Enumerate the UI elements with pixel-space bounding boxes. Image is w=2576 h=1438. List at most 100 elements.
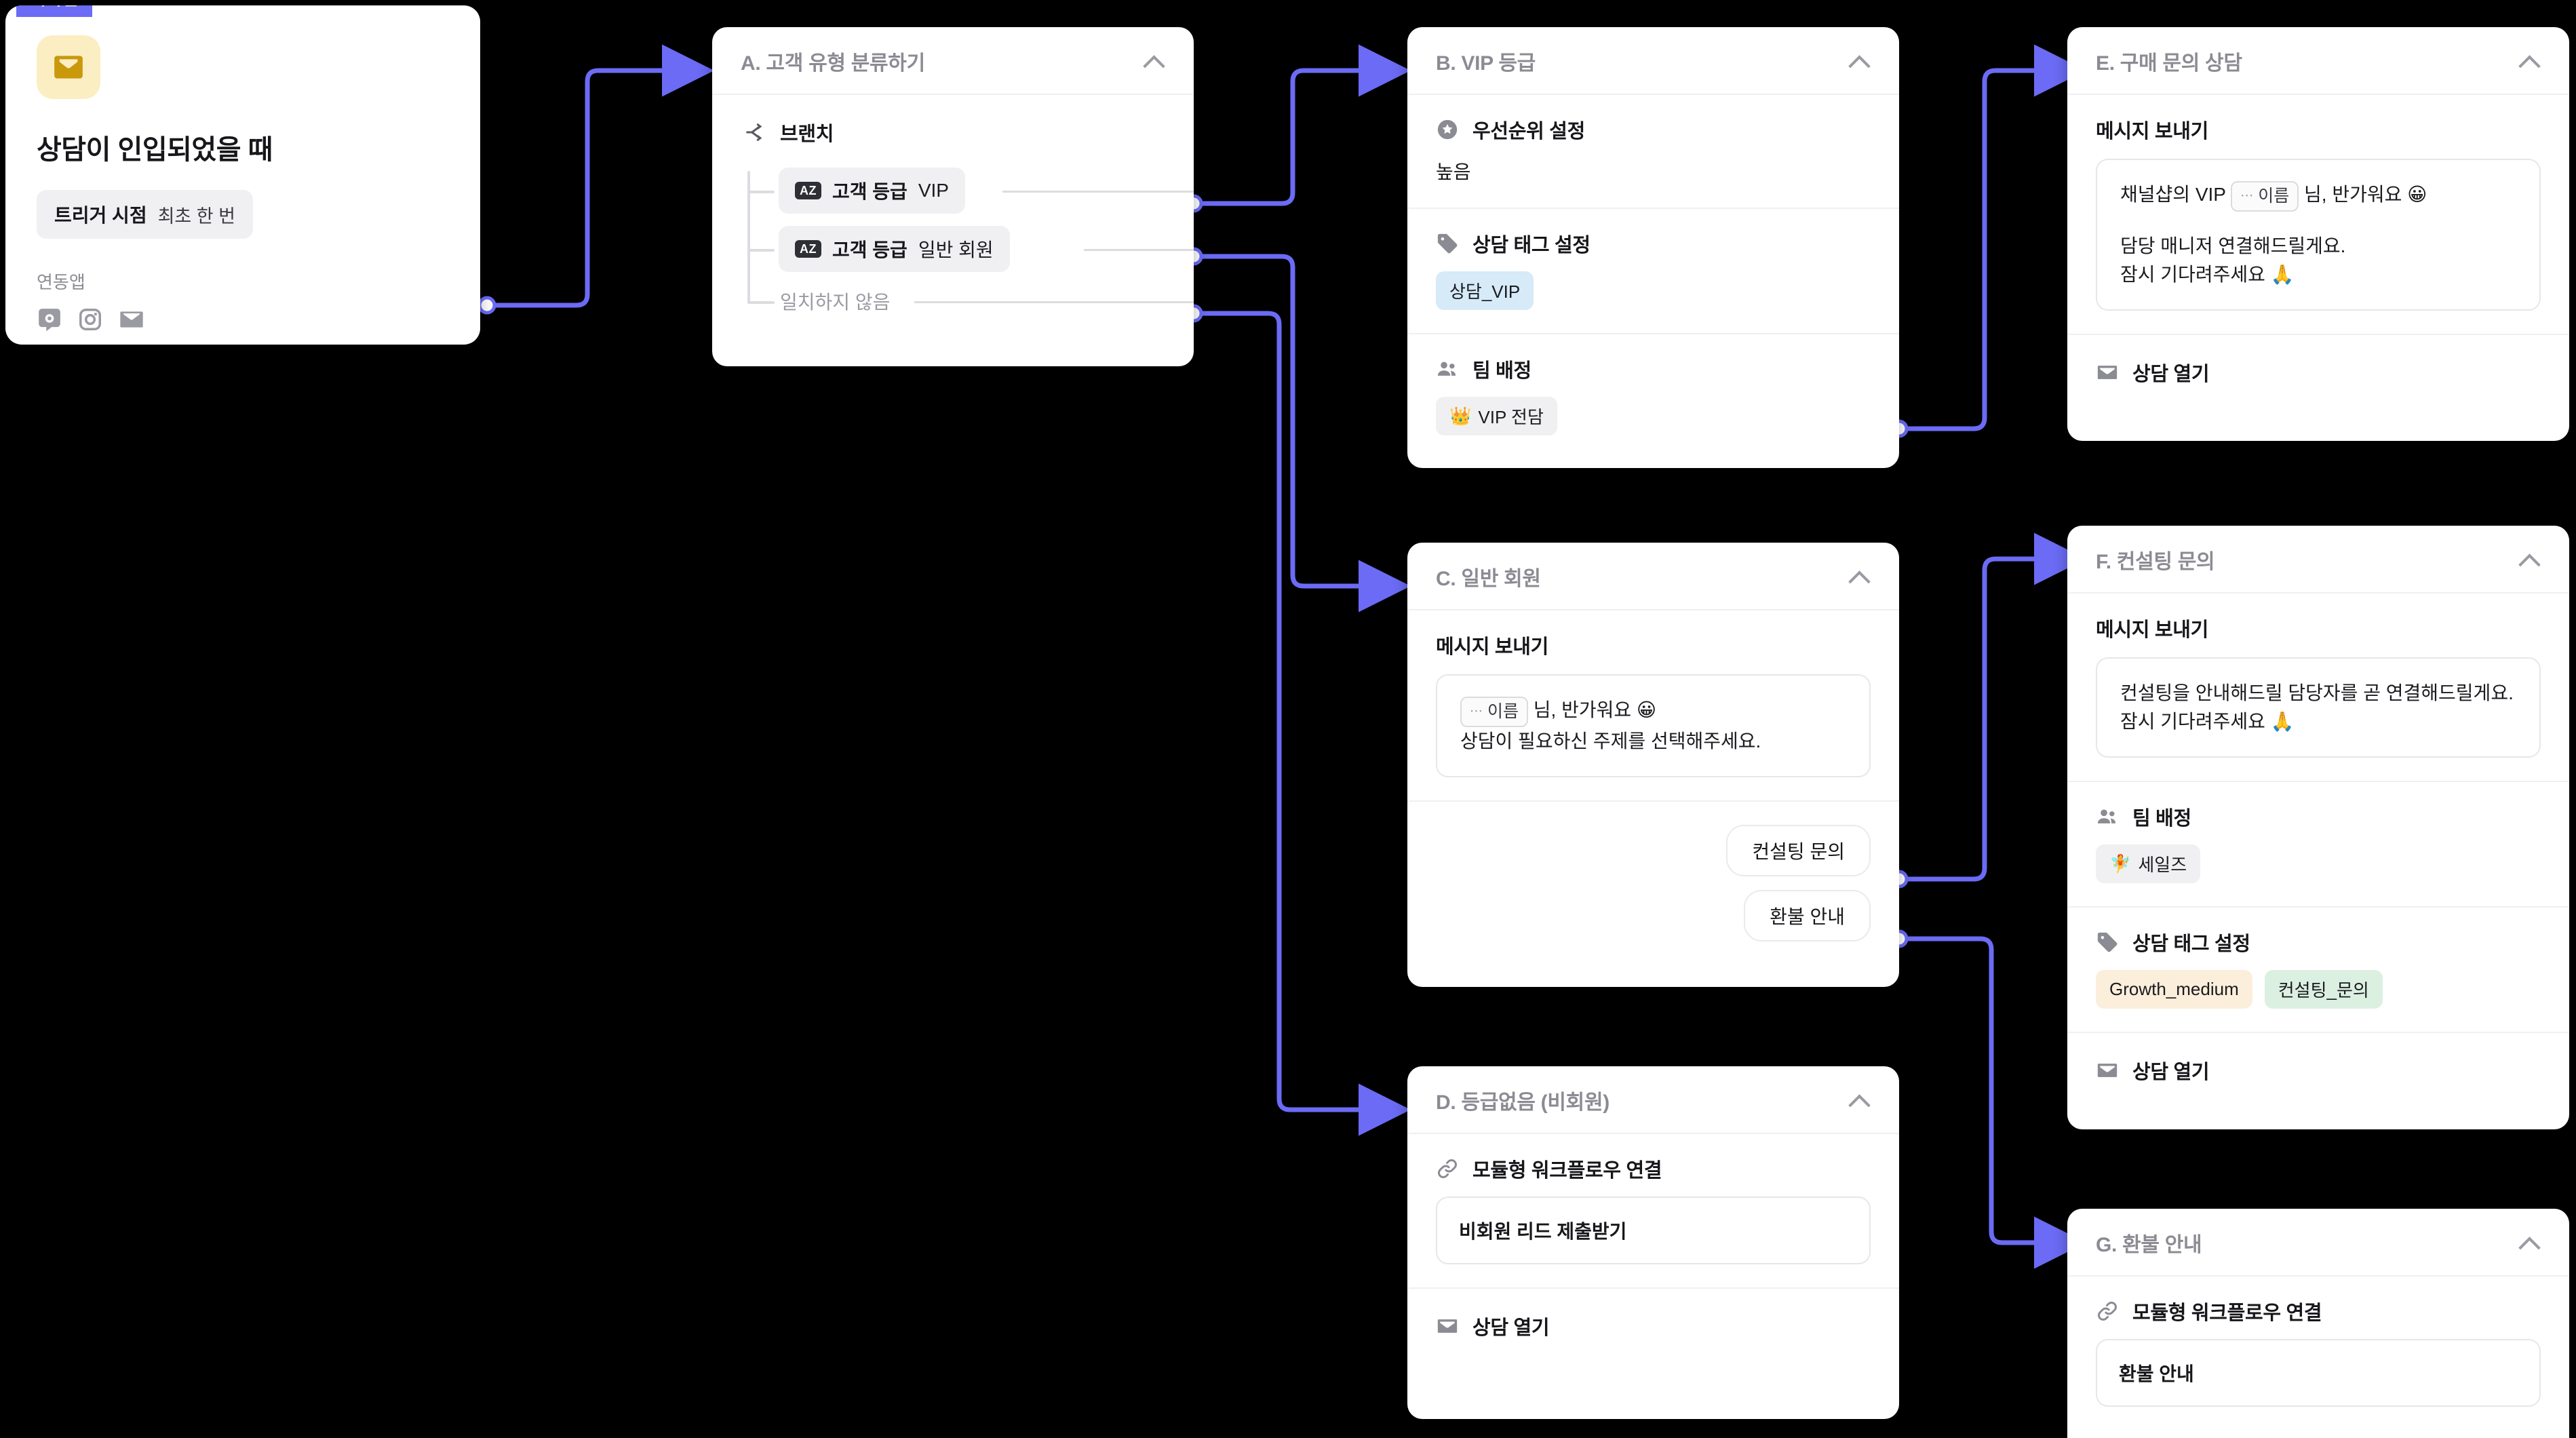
node-b-title: B. VIP 등급 [1436, 52, 1536, 75]
chevron-up-icon[interactable] [2518, 1231, 2541, 1254]
workflow-link-section[interactable]: 모듈형 워크플로우 연결 비회원 리드 제출받기 [1407, 1134, 1899, 1289]
message-line-1-prefix: 채널샵의 VIP [2120, 184, 2231, 205]
message-line-2: 담당 매니저 연결해드릴게요. [2120, 235, 2346, 256]
workflow-link-label: 모듈형 워크플로우 연결 [2132, 1302, 2322, 1324]
reply-button-refund[interactable]: 환불 안내 [1744, 890, 1871, 941]
node-c-title: C. 일반 회원 [1436, 568, 1541, 590]
inbox-icon [37, 35, 100, 99]
chevron-up-icon[interactable] [2518, 548, 2541, 571]
status-badge: 컨설팅_문의 [2264, 970, 2383, 1009]
tag-section[interactable]: 상담 태그 설정 상담_VIP [1407, 209, 1899, 334]
tag-section[interactable]: 상담 태그 설정 Growth_medium 컨설팅_문의 [2067, 908, 2569, 1033]
node-d-header[interactable]: D. 등급없음 (비회원) [1407, 1066, 1899, 1134]
team-badge-label: 세일즈 [2138, 855, 2187, 875]
status-badge: Growth_medium [2096, 970, 2252, 1009]
node-b-header[interactable]: B. VIP 등급 [1407, 27, 1899, 95]
trigger-pill: 트리거 시점 최초 한 번 [37, 190, 253, 239]
branch-field: 고객 등급 [832, 239, 908, 260]
team-section[interactable]: 팀 배정 🧚 세일즈 [2067, 782, 2569, 908]
fairy-emoji: 🧚 [2109, 853, 2132, 874]
apps-label: 연동앱 [37, 272, 85, 292]
message-section[interactable]: 메시지 보내기 ⋯이름 님, 반가워요 😀 상담이 필요하신 주제를 선택해주세… [1407, 610, 1899, 802]
open-chat-section[interactable]: 상담 열기 [2067, 1033, 2569, 1108]
chevron-up-icon[interactable] [1848, 1089, 1871, 1112]
workflow-link-section[interactable]: 모듈형 워크플로우 연결 환불 안내 [2067, 1277, 2569, 1430]
priority-value: 높음 [1436, 161, 1471, 182]
star-icon [1436, 118, 1459, 141]
branch-row-fallback[interactable]: 일치하지 않음 [747, 281, 1194, 322]
kakaotalk-icon [37, 307, 62, 336]
node-e-title: E. 구매 문의 상담 [2096, 52, 2242, 75]
variable-chip[interactable]: ⋯이름 [1460, 696, 1529, 727]
message-line-3: 잠시 기다려주세요 🙏 [2120, 264, 2295, 285]
node-e-header[interactable]: E. 구매 문의 상담 [2067, 27, 2569, 95]
team-badge: 🧚 세일즈 [2096, 844, 2201, 883]
workflow-name[interactable]: 환불 안내 [2096, 1339, 2541, 1407]
node-g-header[interactable]: G. 환불 안내 [2067, 1209, 2569, 1277]
branch-field: 고객 등급 [832, 181, 908, 202]
node-d[interactable]: D. 등급없음 (비회원) 모듈형 워크플로우 연결 비회원 리드 제출받기 [1407, 1066, 1899, 1419]
start-badge: 시작점 [16, 5, 92, 17]
message-bubble[interactable]: 채널샵의 VIP ⋯이름 님, 반가워요 😀 담당 매니저 연결해드릴게요. 잠… [2096, 159, 2541, 311]
chevron-up-icon[interactable] [2518, 50, 2541, 73]
message-line-1: ⋯이름 님, 반가워요 😀 [1460, 696, 1846, 727]
node-g-title: G. 환불 안내 [2096, 1234, 2202, 1256]
team-label: 팀 배정 [1472, 360, 1531, 382]
az-badge: AZ [795, 240, 821, 258]
message-bubble[interactable]: 컨설팅을 안내해드릴 담당자를 곧 연결해드릴게요. 잠시 기다려주세요 🙏 [2096, 657, 2541, 758]
team-label: 팀 배정 [2132, 808, 2191, 830]
message-line-1-suffix: 님, 반가워요 😀 [2299, 184, 2427, 205]
start-node[interactable]: 시작점 상담이 인입되었을 때 트리거 시점 최초 한 번 연동앱 [5, 5, 480, 345]
open-chat-section[interactable]: 상담 열기 [1407, 1289, 1899, 1363]
branch-chip[interactable]: AZ 고객 등급 VIP [779, 168, 965, 214]
branch-value: VIP [918, 180, 949, 201]
branch-label: 브랜치 [780, 123, 834, 145]
tag-icon [2096, 931, 2119, 954]
message-section[interactable]: 메시지 보내기 채널샵의 VIP ⋯이름 님, 반가워요 😀 담당 매니저 연결… [2067, 95, 2569, 335]
tag-icon [1436, 232, 1459, 255]
tag-label: 상담 태그 설정 [1472, 235, 1591, 256]
branch-connector-line [914, 301, 1194, 303]
az-badge: AZ [795, 182, 821, 199]
variable-chip[interactable]: ⋯이름 [2231, 180, 2299, 212]
trigger-value: 최초 한 번 [157, 206, 235, 227]
variable-name: 이름 [1487, 701, 1519, 721]
node-a-title: A. 고객 유형 분류하기 [741, 52, 925, 75]
chevron-up-icon[interactable] [1142, 50, 1165, 73]
inbox-icon [2096, 1059, 2119, 1082]
node-c-header[interactable]: C. 일반 회원 [1407, 543, 1899, 610]
trigger-key: 트리거 시점 [54, 205, 147, 226]
message-bubble[interactable]: ⋯이름 님, 반가워요 😀 상담이 필요하신 주제를 선택해주세요. [1436, 674, 1871, 777]
instagram-icon [77, 307, 103, 336]
node-a[interactable]: A. 고객 유형 분류하기 브랜치 AZ 고객 [712, 27, 1194, 366]
status-badge: 상담_VIP [1436, 271, 1534, 310]
link-icon [1436, 1157, 1459, 1180]
team-section[interactable]: 팀 배정 👑 VIP 전담 [1407, 334, 1899, 459]
node-e[interactable]: E. 구매 문의 상담 메시지 보내기 채널샵의 VIP ⋯이름 님, 반가워요… [2067, 27, 2569, 441]
branch-icon [743, 121, 766, 144]
crown-emoji: 👑 [1449, 406, 1472, 426]
quick-replies[interactable]: 컨설팅 문의 환불 안내 [1407, 802, 1899, 969]
priority-section[interactable]: 우선순위 설정 높음 [1407, 95, 1899, 209]
branch-chip[interactable]: AZ 고객 등급 일반 회원 [779, 226, 1010, 272]
node-f-header[interactable]: F. 컨설팅 문의 [2067, 526, 2569, 594]
node-c[interactable]: C. 일반 회원 메시지 보내기 ⋯이름 님, 반가워요 😀 상담이 필요하신 … [1407, 543, 1899, 987]
node-f[interactable]: F. 컨설팅 문의 메시지 보내기 컨설팅을 안내해드릴 담당자를 곧 연결해드… [2067, 526, 2569, 1129]
node-g[interactable]: G. 환불 안내 모듈형 워크플로우 연결 환불 안내 [2067, 1209, 2569, 1438]
reply-button-consulting[interactable]: 컨설팅 문의 [1726, 825, 1871, 876]
team-icon [2096, 805, 2119, 828]
chevron-up-icon[interactable] [1848, 565, 1871, 588]
branch-row-general[interactable]: AZ 고객 등급 일반 회원 [747, 222, 1194, 275]
node-b[interactable]: B. VIP 등급 우선순위 설정 높음 상담 태그 설정 상담_VIP [1407, 27, 1899, 468]
start-node-title: 상담이 인입되었을 때 [37, 135, 273, 165]
team-badge-label: VIP 전담 [1478, 407, 1544, 427]
chevron-up-icon[interactable] [1848, 50, 1871, 73]
node-a-header[interactable]: A. 고객 유형 분류하기 [712, 27, 1194, 95]
workflow-name[interactable]: 비회원 리드 제출받기 [1436, 1197, 1871, 1264]
open-chat-section[interactable]: 상담 열기 [2067, 335, 2569, 410]
message-label: 메시지 보내기 [2096, 121, 2209, 142]
branch-row-vip[interactable]: AZ 고객 등급 VIP [747, 164, 1194, 217]
message-line-1: 채널샵의 VIP ⋯이름 님, 반가워요 😀 [2120, 180, 2516, 212]
message-section[interactable]: 메시지 보내기 컨설팅을 안내해드릴 담당자를 곧 연결해드릴게요. 잠시 기다… [2067, 594, 2569, 782]
